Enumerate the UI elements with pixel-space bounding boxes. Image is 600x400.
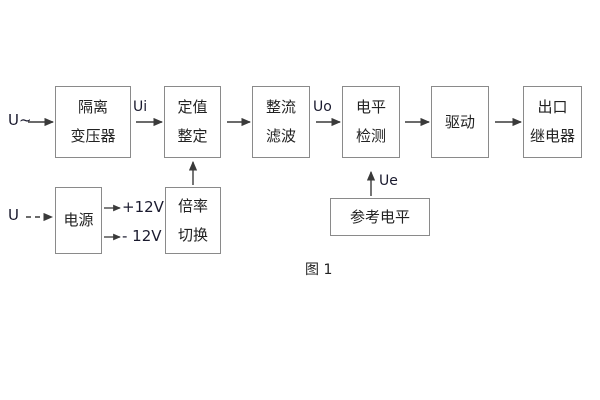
block-label-line1: 参考电平 [349,207,410,226]
block-label-line1: 电平 [355,98,386,116]
block-label-line1: 定值 [177,98,208,116]
block-label-line1: 整流 [265,98,296,116]
block-drive[interactable]: 驱动 [431,86,489,158]
port-label-rail-negative: - 12V [122,227,162,245]
port-label-rail-positive: +12V [122,198,164,216]
port-label-input-ac: U~ [8,111,32,129]
block-label-line1: 隔离 [77,98,108,116]
block-label-line2: 继电器 [529,127,575,145]
block-label-line2: 切换 [177,225,208,244]
block-setting-value[interactable]: 定值 整定 [164,86,221,158]
signal-label-uo: Uo [313,99,332,115]
block-isolation-transformer[interactable]: 隔离 变压器 [55,86,131,158]
block-output-relay[interactable]: 出口 继电器 [523,86,582,158]
block-label-line1: 驱动 [444,112,475,131]
block-rectify-filter[interactable]: 整流 滤波 [252,86,310,158]
block-level-detection[interactable]: 电平 检测 [342,86,400,158]
signal-label-ui: Ui [133,99,148,115]
figure-caption: 图 1 [305,262,333,278]
block-label-line1: 电源 [63,211,94,229]
block-label-line2: 检测 [355,127,386,145]
signal-label-ue: Ue [379,173,398,189]
block-label-line1: 出口 [537,98,568,116]
port-label-input-dc: U [8,206,19,224]
block-power-supply[interactable]: 电源 [55,187,102,254]
block-reference-level[interactable]: 参考电平 [330,198,430,236]
block-multiplier-switch[interactable]: 倍率 切换 [165,187,221,254]
block-label-line2: 变压器 [70,127,116,145]
block-label-line1: 倍率 [177,196,208,215]
block-label-line2: 整定 [177,127,208,145]
block-label-line2: 滤波 [265,127,296,145]
